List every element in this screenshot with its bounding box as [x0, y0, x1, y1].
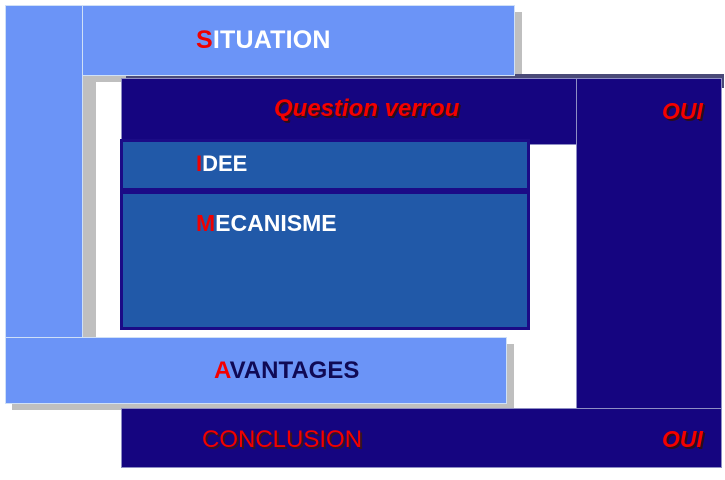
oui-bottom-label: OUI [662, 426, 703, 452]
mecanisme-rest: ECANISME [215, 210, 337, 236]
idee-initial: I [196, 151, 203, 176]
idee-rest: DEE [202, 151, 248, 176]
situation-initial: S [196, 26, 213, 54]
avantages-rest: VANTAGES [229, 357, 360, 384]
oui-top-label: OUI [662, 98, 703, 124]
avantages-bar [5, 337, 507, 404]
navy-right-column [576, 78, 722, 468]
idee-label: IDEE [196, 153, 247, 175]
conclusion-label: CONCLUSION [202, 426, 363, 453]
navy-bottom-band [121, 408, 722, 468]
situation-bar [5, 5, 515, 76]
idee-panel [120, 139, 530, 191]
mecanisme-panel [120, 191, 530, 330]
question-verrou-label: Question verrou [274, 95, 460, 122]
mecanisme-label: MECANISME [196, 212, 337, 235]
situation-rest: ITUATION [212, 26, 331, 54]
mecanisme-initial: M [196, 210, 216, 236]
situation-label: SITUATION [196, 28, 331, 53]
avantages-label: AVANTAGES [214, 359, 359, 383]
avantages-initial: A [214, 357, 230, 384]
